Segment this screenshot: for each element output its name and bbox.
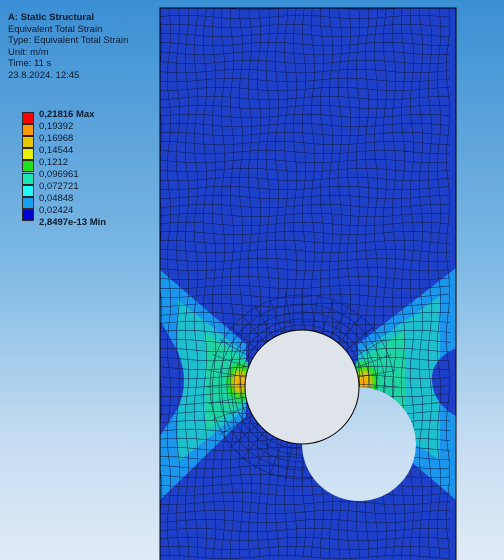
result-name: Equivalent Total Strain [8, 23, 103, 35]
legend-value-label: 0,096961 [39, 169, 79, 180]
legend-swatch [22, 172, 34, 185]
legend-swatch [22, 196, 34, 209]
legend-swatch [22, 208, 34, 221]
legend-max-label: 0,21816 Max [39, 109, 95, 120]
legend-swatch [22, 112, 34, 125]
hole [244, 329, 360, 445]
legend-swatch [22, 148, 34, 161]
result-time: Time: 11 s [8, 58, 52, 70]
analysis-title: A: Static Structural [8, 12, 95, 23]
result-type: Type: Equivalent Total Strain [8, 35, 129, 47]
legend-value-label: 0,16968 [39, 133, 74, 144]
legend-swatch [22, 184, 34, 197]
result-unit: Unit: m/m [8, 46, 49, 58]
legend-value-label: 0,02424 [39, 205, 74, 216]
right-cut-region [431, 348, 456, 416]
legend-swatch [22, 160, 34, 173]
result-date: 23.8.2024. 12:45 [8, 69, 80, 81]
result-info: A: Static Structural Equivalent Total St… [8, 12, 128, 82]
legend-value-label: 0,04848 [39, 193, 74, 204]
legend-value-label: 0,19392 [39, 121, 74, 132]
legend-swatch [22, 136, 34, 149]
legend-value-label: 0,14544 [39, 145, 74, 156]
legend-min-label: 2,8497e-13 Min [39, 217, 107, 228]
legend-swatch [22, 124, 34, 137]
legend-value-label: 0,072721 [39, 181, 79, 192]
specimen-outline [159, 7, 457, 560]
legend-value-label: 0,1212 [39, 157, 69, 168]
